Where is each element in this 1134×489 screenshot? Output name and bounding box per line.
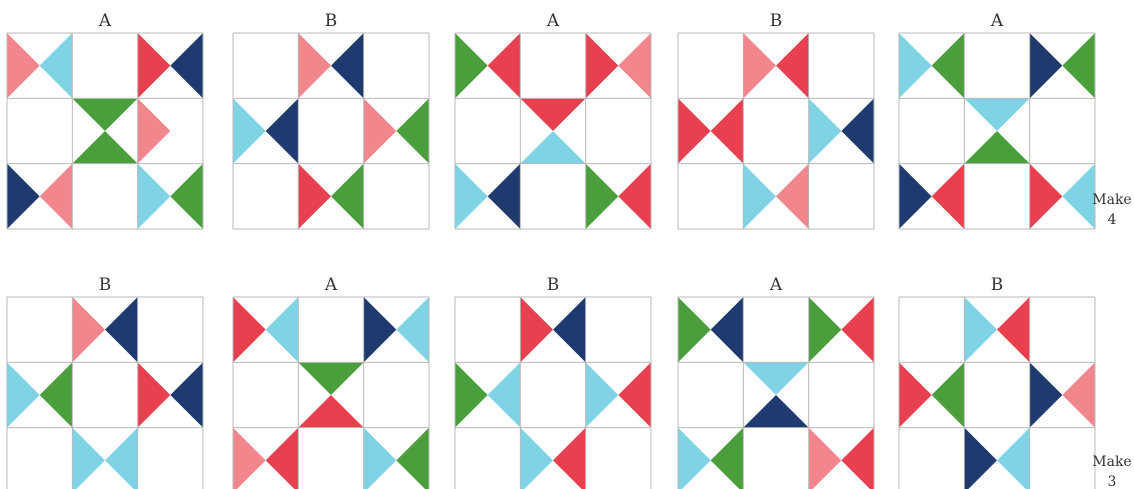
quilt-block: B <box>455 275 651 489</box>
block-label: B <box>547 275 560 295</box>
block-row-1: A B A B A Make 4 <box>7 11 1132 229</box>
quilt-block: A <box>7 11 203 229</box>
make-label: Make <box>1092 454 1131 470</box>
quilt-block: B <box>899 275 1095 489</box>
quilt-block: B <box>678 11 874 229</box>
quilt-block: A <box>455 11 651 229</box>
block-label: B <box>99 275 112 295</box>
quilt-block: B <box>233 11 429 229</box>
block-label: B <box>991 275 1004 295</box>
make-label: Make <box>1092 192 1131 208</box>
quilt-block: A <box>899 11 1095 229</box>
block-label: A <box>98 11 112 31</box>
block-label: A <box>324 275 338 295</box>
quilt-block: A <box>678 275 874 489</box>
block-label: B <box>325 11 338 31</box>
quilt-block: B <box>7 275 203 489</box>
block-label: A <box>769 275 783 295</box>
block-label: B <box>770 11 783 31</box>
make-count: 3 <box>1108 474 1117 489</box>
block-label: A <box>546 11 560 31</box>
quilt-block: A <box>233 275 429 489</box>
make-count: 4 <box>1108 212 1117 228</box>
block-row-2: B A B A B Make 3 <box>7 275 1132 489</box>
block-label: A <box>990 11 1004 31</box>
